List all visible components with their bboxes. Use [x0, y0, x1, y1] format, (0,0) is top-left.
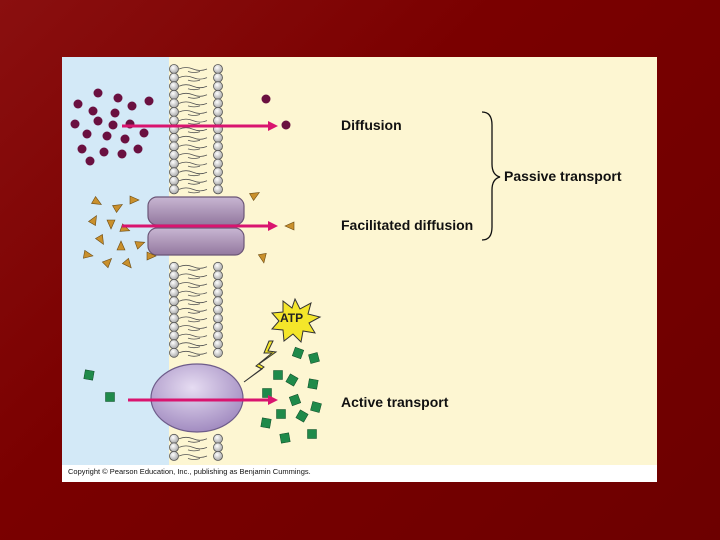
diffusion-molecule	[89, 107, 98, 116]
diffusion-molecule	[114, 94, 123, 103]
diffusion-molecule	[78, 145, 87, 154]
diffusion-molecule	[86, 157, 95, 166]
diffusion-label: Diffusion	[341, 117, 402, 133]
active-molecule	[280, 433, 290, 443]
diffusion-molecule	[94, 89, 103, 98]
diffusion-molecule	[128, 102, 137, 111]
active-molecule	[261, 418, 271, 428]
diffusion-molecule	[94, 117, 103, 126]
diffusion-molecule	[262, 95, 271, 104]
diffusion-molecule	[83, 130, 92, 139]
active-molecule	[277, 410, 286, 419]
facilitated-diffusion-label: Facilitated diffusion	[341, 217, 473, 233]
diffusion-molecule	[282, 121, 291, 130]
diffusion-molecule	[140, 129, 149, 138]
active-molecule	[263, 389, 272, 398]
active-molecule	[274, 371, 283, 380]
membrane-transport-figure: ATP Diffusion Facilitated diffusion Acti…	[62, 57, 657, 482]
active-molecule	[310, 401, 321, 412]
diffusion-molecule	[118, 150, 127, 159]
active-molecule	[308, 352, 319, 363]
diffusion-molecule	[134, 145, 143, 154]
active-molecule	[84, 370, 94, 380]
passive-transport-label: Passive transport	[504, 168, 622, 184]
diffusion-molecule	[109, 121, 118, 130]
diffusion-molecule	[74, 100, 83, 109]
copyright-notice: Copyright © Pearson Education, Inc., pub…	[68, 467, 311, 476]
diffusion-molecule	[103, 132, 112, 141]
diffusion-molecule	[121, 135, 130, 144]
diffusion-molecule	[100, 148, 109, 157]
diffusion-molecule	[71, 120, 80, 129]
active-molecule	[308, 430, 317, 439]
diffusion-molecule	[111, 109, 120, 118]
active-molecule	[308, 379, 318, 389]
active-molecule	[106, 393, 115, 402]
atp-label: ATP	[280, 311, 303, 325]
active-transport-label: Active transport	[341, 394, 448, 410]
diffusion-molecule	[145, 97, 154, 106]
pump-protein	[151, 364, 243, 432]
